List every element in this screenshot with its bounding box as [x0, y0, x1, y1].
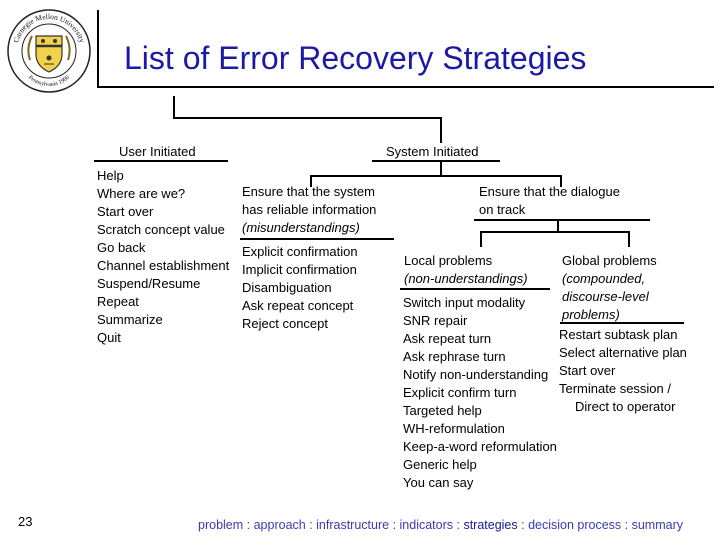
list-item: Ask repeat turn	[403, 331, 492, 346]
list-item: Quit	[97, 330, 121, 345]
local-strategies-list: Switch input modality SNR repair Ask rep…	[403, 294, 557, 492]
user-initiated-list: Help Where are we? Start over Scratch co…	[97, 167, 229, 347]
tree-lower-branch	[480, 231, 630, 233]
footer-separator: :	[243, 518, 254, 532]
global-problems-underline	[560, 322, 684, 324]
list-item: You can say	[403, 475, 474, 490]
list-item: Start over	[559, 363, 616, 378]
list-item: Disambiguation	[242, 280, 332, 295]
reliable-strategies-list: Explicit confirmation Implicit confirmat…	[242, 243, 358, 333]
tree-right-drop	[560, 175, 562, 187]
footer-link-problem[interactable]: problem	[198, 518, 244, 532]
reliable-line: Ensure that the system	[242, 184, 375, 199]
page-number: 23	[18, 514, 33, 529]
footer-separator: :	[389, 518, 400, 532]
tree-local-drop	[480, 231, 482, 247]
list-item: Explicit confirm turn	[403, 385, 517, 400]
list-item: Terminate session /	[559, 381, 671, 396]
list-item: Where are we?	[97, 186, 186, 201]
user-initiated-header: User Initiated	[119, 144, 196, 159]
list-item: Explicit confirmation	[242, 244, 358, 259]
list-item: Scratch concept value	[97, 222, 225, 237]
title-underline	[98, 86, 714, 88]
tree-root-stem	[173, 96, 175, 118]
footer-separator: :	[305, 518, 317, 532]
footer-link-approach[interactable]: approach	[253, 518, 306, 532]
tree-top-branch	[173, 117, 442, 119]
list-item: Go back	[97, 240, 146, 255]
global-problems-label: Global problems	[562, 253, 657, 268]
list-item: Start over	[97, 204, 154, 219]
on-track-underline	[474, 219, 650, 221]
university-seal-logo: Carnegie Mellon University Pennsylvania …	[7, 9, 91, 93]
list-item: Reject concept	[242, 316, 328, 331]
on-track-heading: Ensure that the dialogue on track	[479, 183, 620, 219]
list-item: Direct to operator	[575, 399, 676, 414]
global-note-line: (compounded,	[562, 271, 646, 286]
footer-link-infrastructure[interactable]: infrastructure	[316, 518, 390, 532]
on-track-line: on track	[479, 202, 526, 217]
footer-separator: :	[621, 518, 632, 532]
list-item: Ask rephrase turn	[403, 349, 506, 364]
list-item: Help	[97, 168, 124, 183]
tree-mid-branch	[310, 175, 562, 177]
global-problems-heading: Global problems (compounded, discourse-l…	[562, 252, 657, 324]
system-initiated-header: System Initiated	[386, 144, 479, 159]
title-side-rule	[97, 10, 99, 88]
list-item: Switch input modality	[403, 295, 526, 310]
local-problems-heading: Local problems (non-understandings)	[404, 252, 528, 288]
list-item: Ask repeat concept	[242, 298, 354, 313]
user-initiated-underline	[94, 160, 228, 162]
list-item: Restart subtask plan	[559, 327, 678, 342]
tree-system-stem	[440, 117, 442, 143]
list-item: Generic help	[403, 457, 477, 472]
footer-link-summary[interactable]: summary	[631, 518, 683, 532]
list-item: Keep-a-word reformulation	[403, 439, 557, 454]
footer-link-decision-process[interactable]: decision process	[528, 518, 622, 532]
local-problems-underline	[400, 288, 550, 290]
tree-mid-stem	[440, 161, 442, 175]
footer-navigation: problem : approach : infrastructure : in…	[198, 518, 683, 532]
tree-lower-stem	[557, 220, 559, 232]
page-title: List of Error Recovery Strategies	[124, 40, 587, 76]
local-problems-label: Local problems	[404, 253, 493, 268]
misunderstandings-note: (misunderstandings)	[242, 220, 360, 235]
list-item: Summarize	[97, 312, 163, 327]
list-item: SNR repair	[403, 313, 468, 328]
on-track-line: Ensure that the dialogue	[479, 184, 620, 199]
footer-link-indicators[interactable]: indicators	[399, 518, 454, 532]
list-item: Channel establishment	[97, 258, 230, 273]
reliable-info-underline	[240, 238, 394, 240]
list-item: Select alternative plan	[559, 345, 687, 360]
reliable-info-heading: Ensure that the system has reliable info…	[242, 183, 376, 237]
reliable-line: has reliable information	[242, 202, 377, 217]
tree-left-drop	[310, 175, 312, 187]
list-item: Implicit confirmation	[242, 262, 357, 277]
list-item: WH-reformulation	[403, 421, 505, 436]
footer-separator: :	[453, 518, 464, 532]
global-note-line: problems)	[562, 307, 620, 322]
system-initiated-underline	[372, 160, 500, 162]
tree-global-drop	[628, 231, 630, 247]
non-understandings-note: (non-understandings)	[404, 271, 528, 286]
global-strategies-list: Restart subtask plan Select alternative …	[559, 326, 687, 416]
footer-link-strategies[interactable]: strategies	[463, 518, 518, 532]
list-item: Notify non-understanding	[403, 367, 549, 382]
list-item: Repeat	[97, 294, 139, 309]
global-note-line: discourse-level	[562, 289, 649, 304]
list-item: Suspend/Resume	[97, 276, 201, 291]
list-item: Targeted help	[403, 403, 482, 418]
footer-separator: :	[517, 518, 529, 532]
